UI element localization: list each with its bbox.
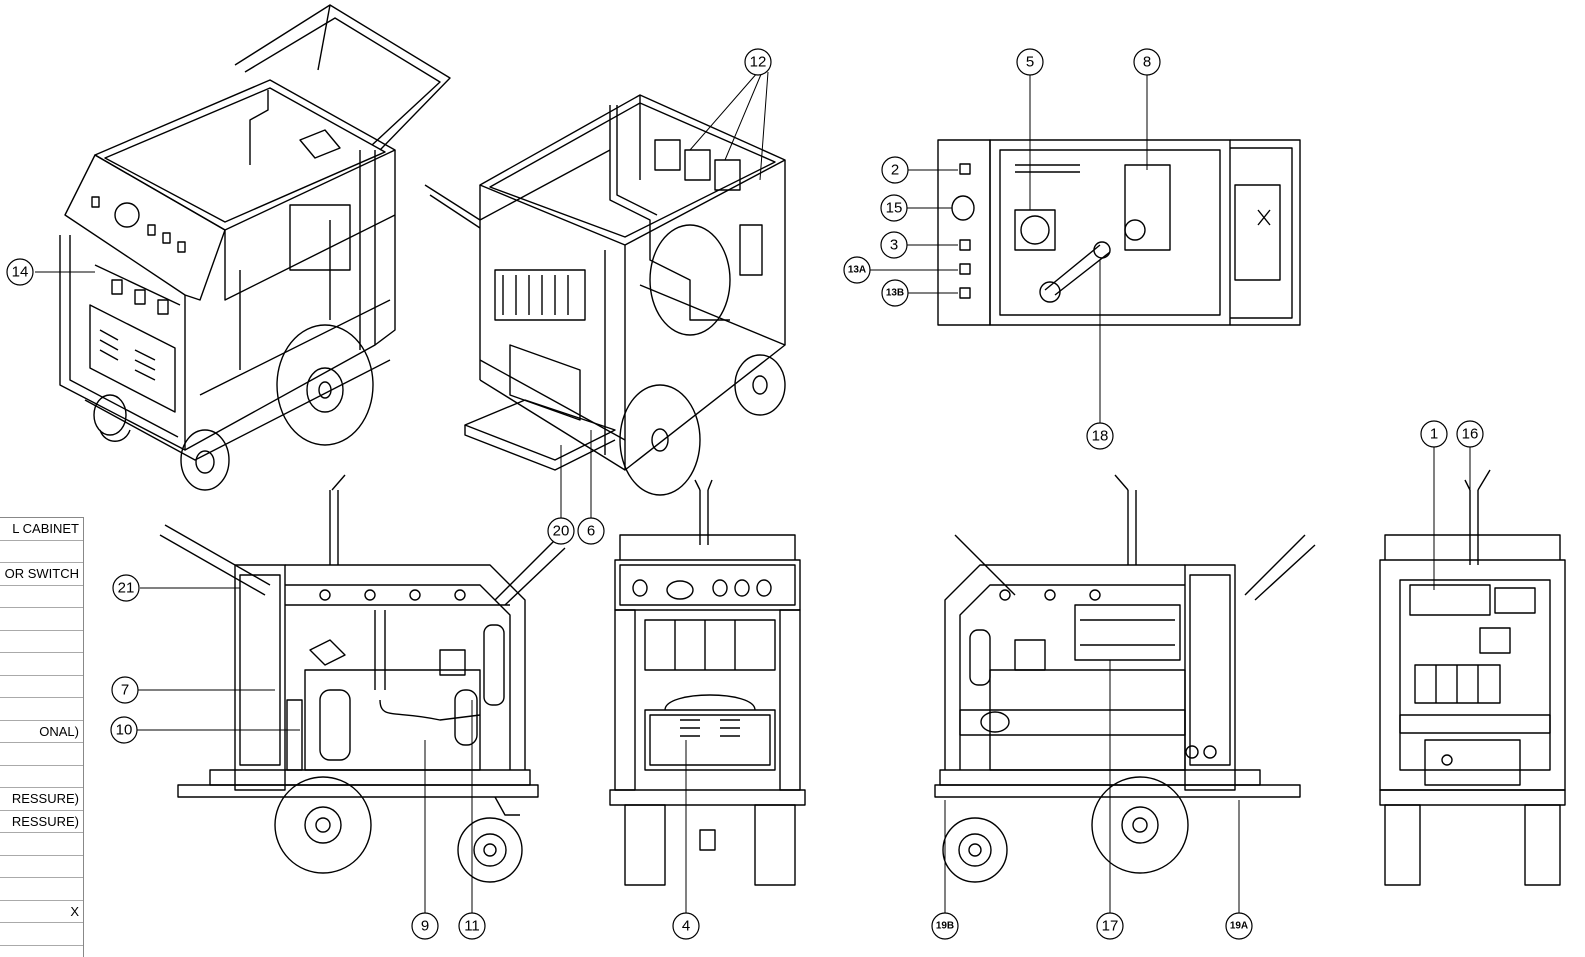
callout-5: 5: [1017, 49, 1043, 75]
svg-text:6: 6: [587, 523, 595, 540]
callout-15: 15: [881, 195, 907, 221]
svg-text:16: 16: [1462, 426, 1479, 443]
callout-6: 6: [578, 518, 604, 544]
callout-2: 2: [882, 157, 908, 183]
svg-text:19B: 19B: [936, 921, 954, 932]
front-view: [610, 480, 805, 885]
iso-view-right: [425, 95, 785, 495]
callout-18: 18: [1087, 423, 1113, 449]
callout-16: 16: [1457, 421, 1483, 447]
svg-text:10: 10: [116, 722, 133, 739]
svg-text:21: 21: [118, 580, 135, 597]
callout-4: 4: [673, 913, 699, 939]
svg-text:4: 4: [682, 918, 690, 935]
rear-view: [1380, 470, 1565, 885]
svg-text:3: 3: [890, 237, 898, 254]
callout-1: 1: [1421, 421, 1447, 447]
svg-text:5: 5: [1026, 54, 1034, 71]
svg-text:13A: 13A: [848, 265, 866, 276]
iso-view-left: [60, 5, 450, 490]
svg-text:15: 15: [886, 200, 903, 217]
svg-text:13B: 13B: [886, 288, 904, 299]
svg-text:20: 20: [553, 523, 570, 540]
svg-text:1: 1: [1430, 426, 1438, 443]
callout-12: 12: [745, 49, 771, 75]
callout-14: 14: [7, 259, 33, 285]
callout-10: 10: [111, 717, 137, 743]
top-view: [938, 140, 1300, 325]
svg-text:17: 17: [1102, 918, 1119, 935]
svg-text:7: 7: [121, 682, 129, 699]
svg-text:14: 14: [12, 264, 29, 281]
callout-7: 7: [112, 677, 138, 703]
callout-19b: 19B: [932, 913, 958, 939]
callout-20: 20: [548, 518, 574, 544]
callout-21: 21: [113, 575, 139, 601]
callout-13a: 13A: [844, 257, 870, 283]
callout-9: 9: [412, 913, 438, 939]
callout-19a: 19A: [1226, 913, 1252, 939]
svg-text:12: 12: [750, 54, 767, 71]
callout-11: 11: [459, 913, 485, 939]
svg-text:18: 18: [1092, 428, 1109, 445]
leader-lines: [35, 72, 1470, 913]
callout-13b: 13B: [882, 280, 908, 306]
callout-8: 8: [1134, 49, 1160, 75]
svg-text:2: 2: [891, 162, 899, 179]
side-view-left: [160, 475, 565, 882]
side-view-right: [935, 475, 1315, 882]
callout-3: 3: [881, 232, 907, 258]
svg-text:8: 8: [1143, 54, 1151, 71]
svg-text:9: 9: [421, 918, 429, 935]
svg-text:19A: 19A: [1230, 921, 1248, 932]
callout-17: 17: [1097, 913, 1123, 939]
svg-text:11: 11: [464, 918, 480, 935]
